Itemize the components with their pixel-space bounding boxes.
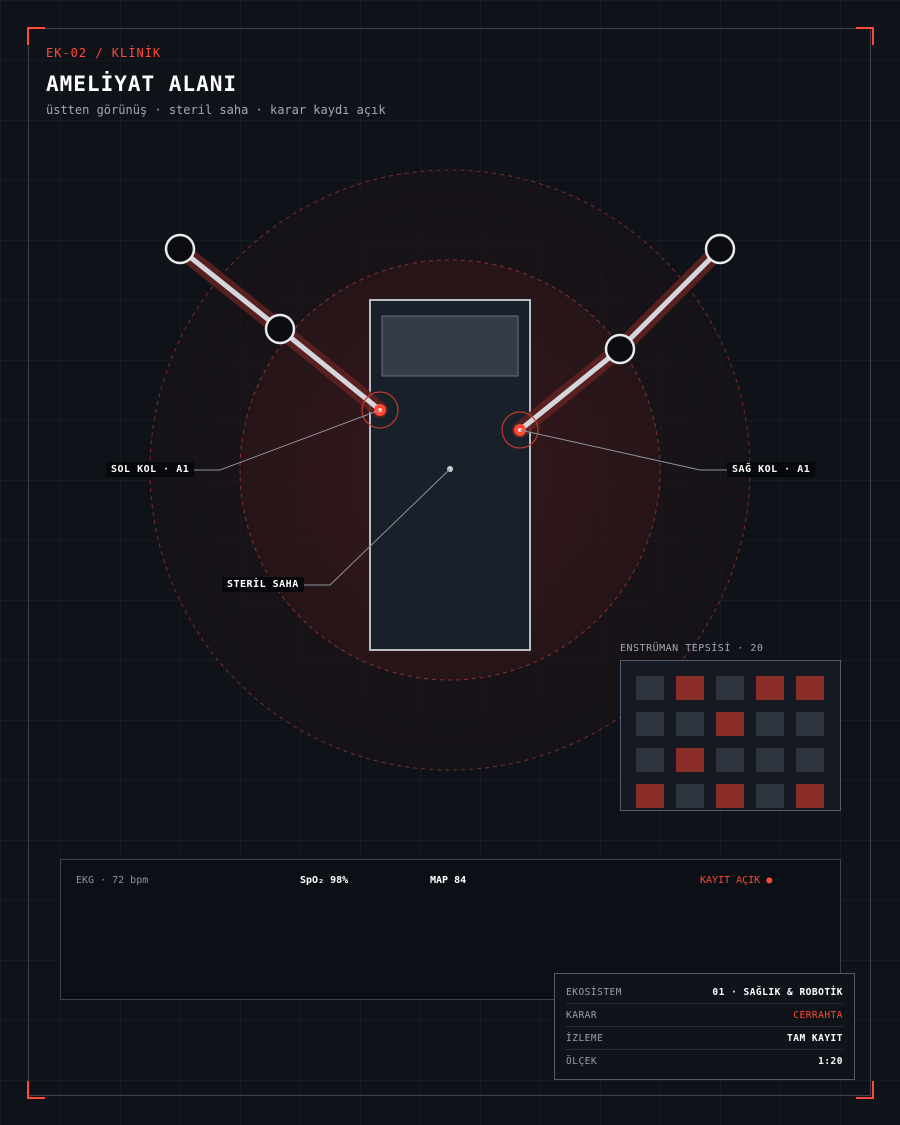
info-row-monitoring: İZLEME TAM KAYIT bbox=[566, 1027, 843, 1050]
instrument-slot-red[interactable] bbox=[756, 676, 784, 700]
instrument-slot-red[interactable] bbox=[796, 676, 824, 700]
instrument-slot-gray[interactable] bbox=[756, 748, 784, 772]
instrument-slot-gray[interactable] bbox=[676, 784, 704, 808]
corner-marker-top-left bbox=[27, 27, 45, 45]
sterile-field-leader-line bbox=[302, 468, 451, 586]
info-value: CERRAHTA bbox=[793, 1009, 843, 1021]
instrument-slot-gray[interactable] bbox=[676, 712, 704, 736]
right-arm-label: SAĞ KOL · A1 bbox=[727, 462, 816, 477]
info-value: TAM KAYIT bbox=[787, 1032, 843, 1044]
instrument-slot-red[interactable] bbox=[676, 748, 704, 772]
corner-marker-top-right bbox=[856, 27, 874, 45]
left-arm-tool-ring bbox=[361, 391, 399, 429]
instrument-tray-label: ENSTRÜMAN TEPSİSİ · 20 bbox=[620, 643, 764, 654]
info-key: ÖLÇEK bbox=[566, 1055, 598, 1067]
ecosystem-info-panel: EKOSİSTEM 01 · SAĞLIK & ROBOTİK KARAR CE… bbox=[554, 973, 855, 1080]
sterile-field-label: STERİL SAHA bbox=[222, 577, 304, 592]
left-arm-label: SOL KOL · A1 bbox=[106, 462, 195, 477]
right-robot-arm[interactable] bbox=[501, 233, 736, 449]
right-arm-tool-ring bbox=[501, 411, 539, 449]
instrument-slot-gray[interactable] bbox=[636, 712, 664, 736]
instrument-slot-red[interactable] bbox=[716, 712, 744, 736]
info-key: EKOSİSTEM bbox=[566, 986, 622, 998]
instrument-slot-gray[interactable] bbox=[756, 784, 784, 808]
info-value: 01 · SAĞLIK & ROBOTİK bbox=[712, 986, 843, 998]
page-subtitle: üstten görünüş · steril saha · karar kay… bbox=[46, 103, 386, 117]
info-row-ecosystem: EKOSİSTEM 01 · SAĞLIK & ROBOTİK bbox=[566, 981, 843, 1004]
instrument-slot-gray[interactable] bbox=[716, 748, 744, 772]
instrument-slot-gray[interactable] bbox=[796, 748, 824, 772]
page-title: AMELİYAT ALANI bbox=[46, 72, 238, 96]
instrument-slot-red[interactable] bbox=[636, 784, 664, 808]
right-arm-leader-line bbox=[519, 429, 728, 471]
recording-status: KAYIT AÇIK ● bbox=[700, 875, 773, 886]
right-arm-elbow-joint[interactable] bbox=[604, 333, 636, 365]
left-arm-leader-line bbox=[190, 409, 381, 471]
instrument-tray bbox=[620, 660, 841, 811]
map-readout: MAP 84 bbox=[430, 875, 467, 886]
info-value: 1:20 bbox=[818, 1055, 843, 1067]
instrument-slot-red[interactable] bbox=[676, 676, 704, 700]
table-headrest bbox=[381, 315, 519, 377]
instrument-slot-gray[interactable] bbox=[636, 676, 664, 700]
instrument-slot-gray[interactable] bbox=[636, 748, 664, 772]
corner-marker-bottom-left bbox=[27, 1081, 45, 1099]
info-key: İZLEME bbox=[566, 1032, 604, 1044]
instrument-slot-red[interactable] bbox=[796, 784, 824, 808]
left-robot-arm[interactable] bbox=[164, 233, 399, 429]
corner-marker-bottom-right bbox=[856, 1081, 874, 1099]
left-arm-shoulder-joint[interactable] bbox=[164, 233, 196, 265]
instrument-slot-red[interactable] bbox=[716, 784, 744, 808]
info-key: KARAR bbox=[566, 1009, 598, 1021]
left-arm-elbow-joint[interactable] bbox=[264, 313, 296, 345]
right-arm-shoulder-joint[interactable] bbox=[704, 233, 736, 265]
instrument-slot-gray[interactable] bbox=[716, 676, 744, 700]
outer-frame bbox=[28, 28, 871, 1096]
spo2-readout: SpO₂ 98% bbox=[300, 875, 349, 886]
info-row-scale: ÖLÇEK 1:20 bbox=[566, 1050, 843, 1072]
instrument-slot-gray[interactable] bbox=[796, 712, 824, 736]
instrument-slot-gray[interactable] bbox=[756, 712, 784, 736]
ekg-readout: EKG · 72 bpm bbox=[76, 875, 149, 886]
info-row-decision: KARAR CERRAHTA bbox=[566, 1004, 843, 1027]
section-eyebrow: EK-02 / KLİNİK bbox=[46, 46, 162, 60]
